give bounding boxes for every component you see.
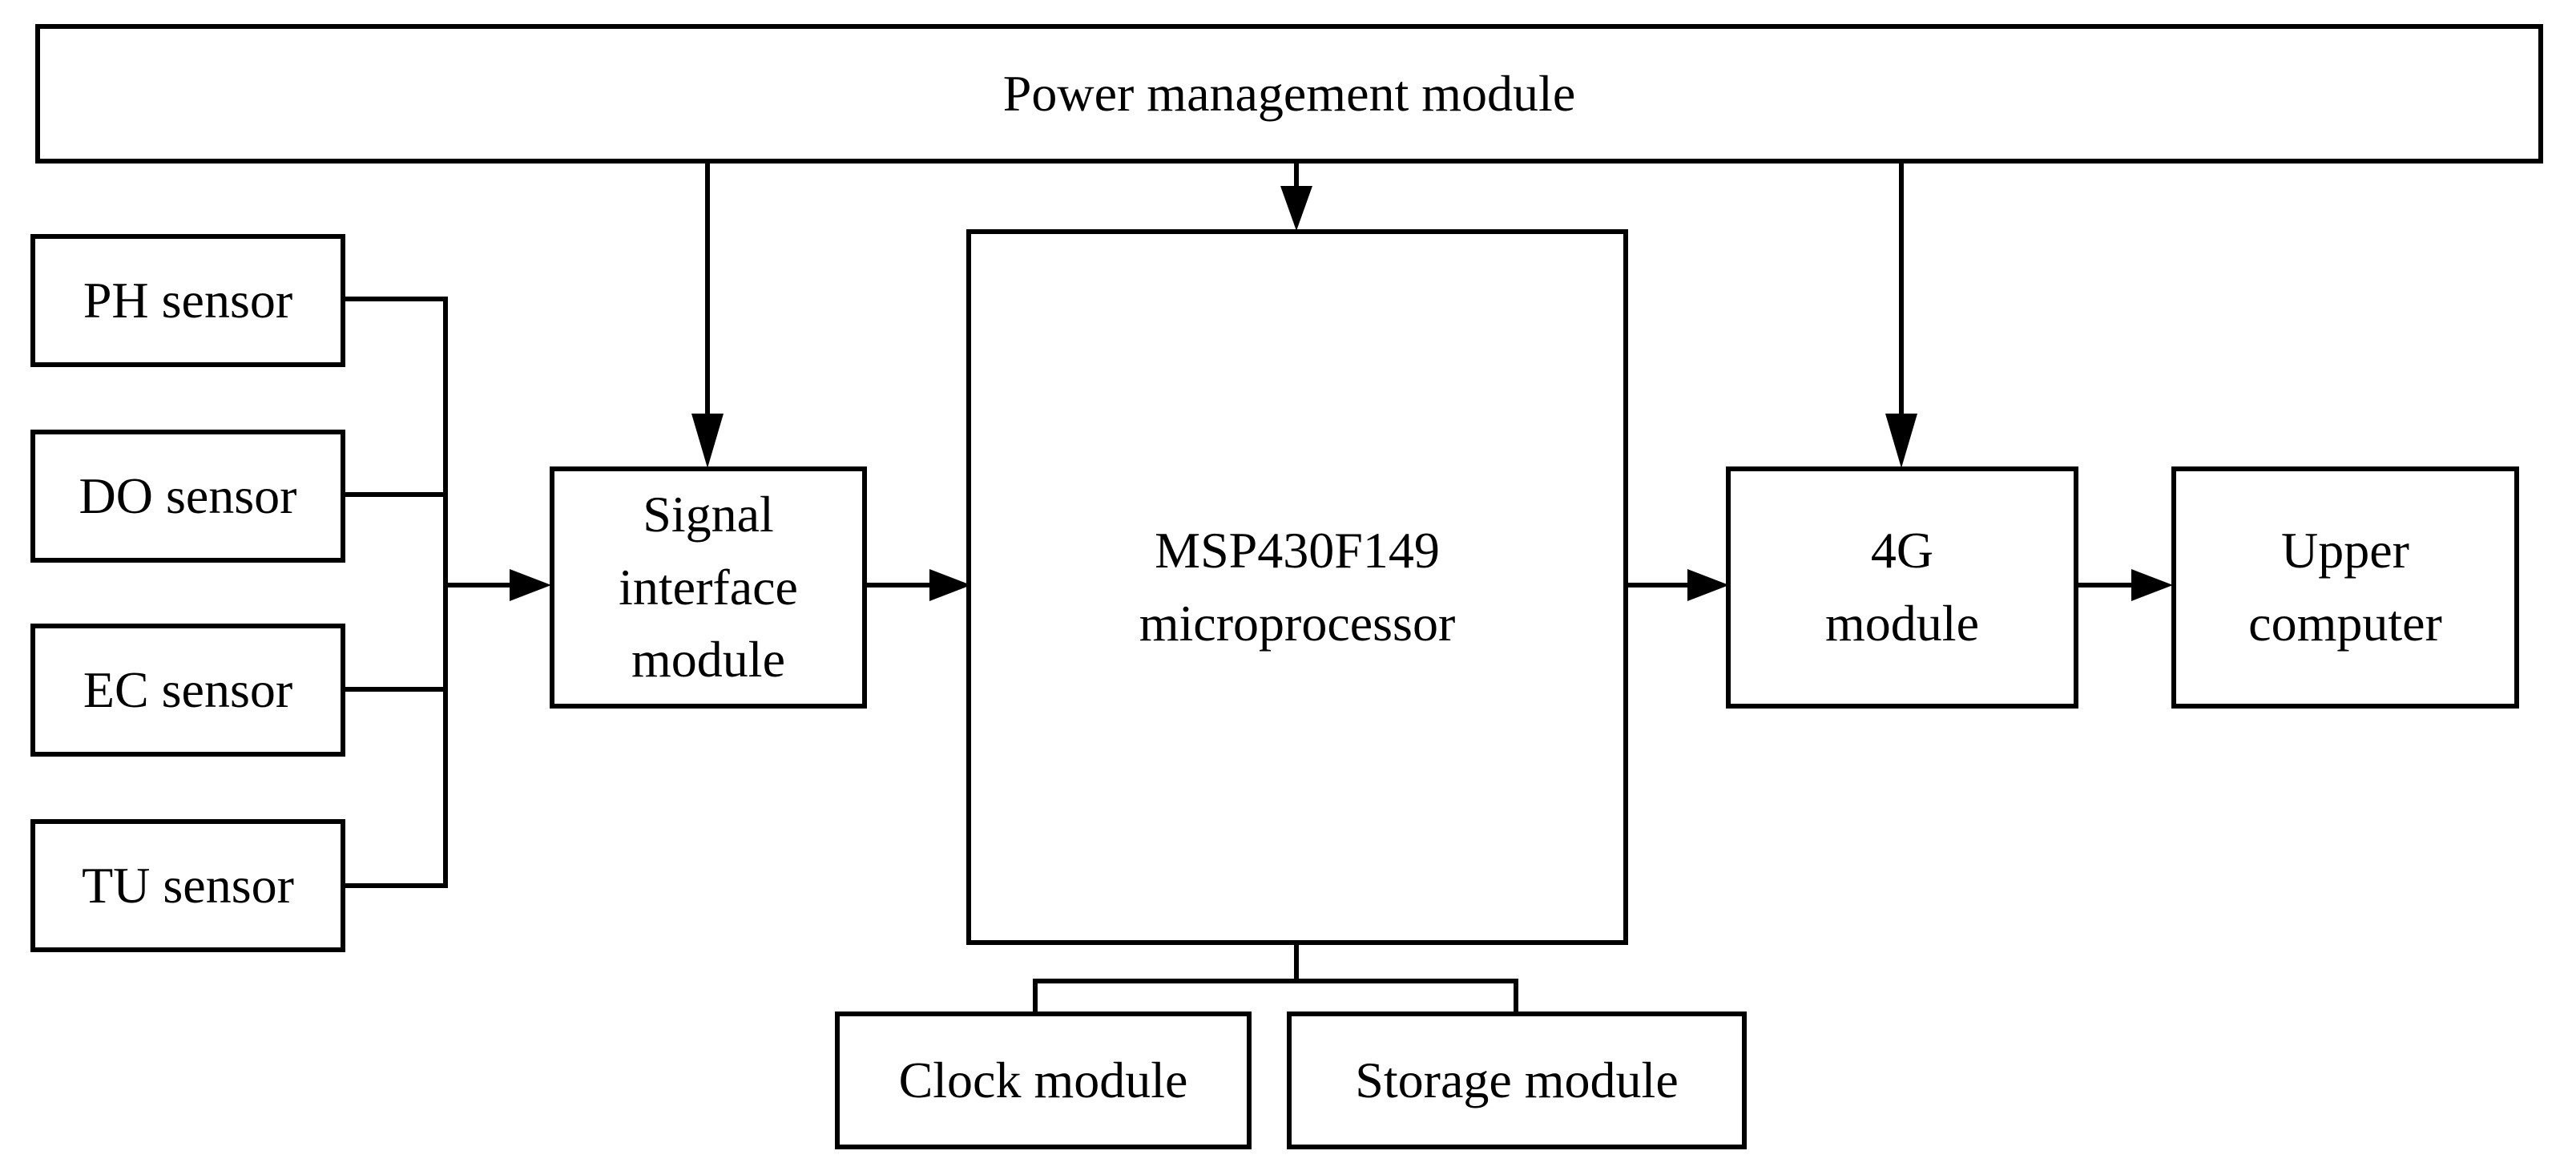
signal-interface-line-2: interface — [619, 558, 798, 616]
clock-module-label: Clock module — [898, 1051, 1188, 1108]
arrow-into-4g — [1687, 569, 1729, 601]
do-sensor-box: DO sensor — [30, 430, 345, 563]
signal-interface-line-3: module — [631, 631, 785, 688]
ph-sensor-box: PH sensor — [30, 234, 345, 367]
power-management-label: Power management module — [1002, 64, 1576, 122]
arrow-into-upper — [2131, 569, 2173, 601]
arrow-power-to-mcu — [1280, 186, 1312, 231]
power-management-module: Power management module — [35, 24, 2543, 164]
ec-sensor-label: EC sensor — [83, 660, 293, 718]
arrow-power-to-4g — [1885, 414, 1917, 468]
clock-module: Clock module — [835, 1011, 1252, 1149]
msp430f149-microprocessor: MSP430F149 microprocessor — [966, 229, 1628, 945]
upper-computer-line-2: computer — [2248, 595, 2442, 652]
signal-interface-module: Signal interface module — [550, 466, 867, 709]
storage-module-label: Storage module — [1355, 1051, 1679, 1108]
signal-interface-line-1: Signal — [643, 485, 774, 543]
mcu-line-2: microprocessor — [1139, 594, 1456, 652]
tu-sensor-box: TU sensor — [30, 819, 345, 952]
do-sensor-label: DO sensor — [79, 466, 297, 524]
arrow-power-to-signal — [691, 414, 724, 468]
mcu-line-1: MSP430F149 — [1155, 522, 1440, 579]
tu-sensor-label: TU sensor — [82, 856, 294, 914]
ec-sensor-box: EC sensor — [30, 624, 345, 757]
arrow-into-signal — [510, 569, 551, 601]
ph-sensor-label: PH sensor — [83, 271, 293, 329]
4g-module-line-1: 4G — [1870, 522, 1934, 579]
4g-module-line-2: module — [1825, 595, 1979, 652]
upper-computer: Upper computer — [2171, 466, 2519, 709]
arrow-into-mcu — [929, 569, 971, 601]
4g-module: 4G module — [1726, 466, 2078, 709]
storage-module: Storage module — [1287, 1011, 1747, 1149]
upper-computer-line-1: Upper — [2281, 522, 2409, 579]
